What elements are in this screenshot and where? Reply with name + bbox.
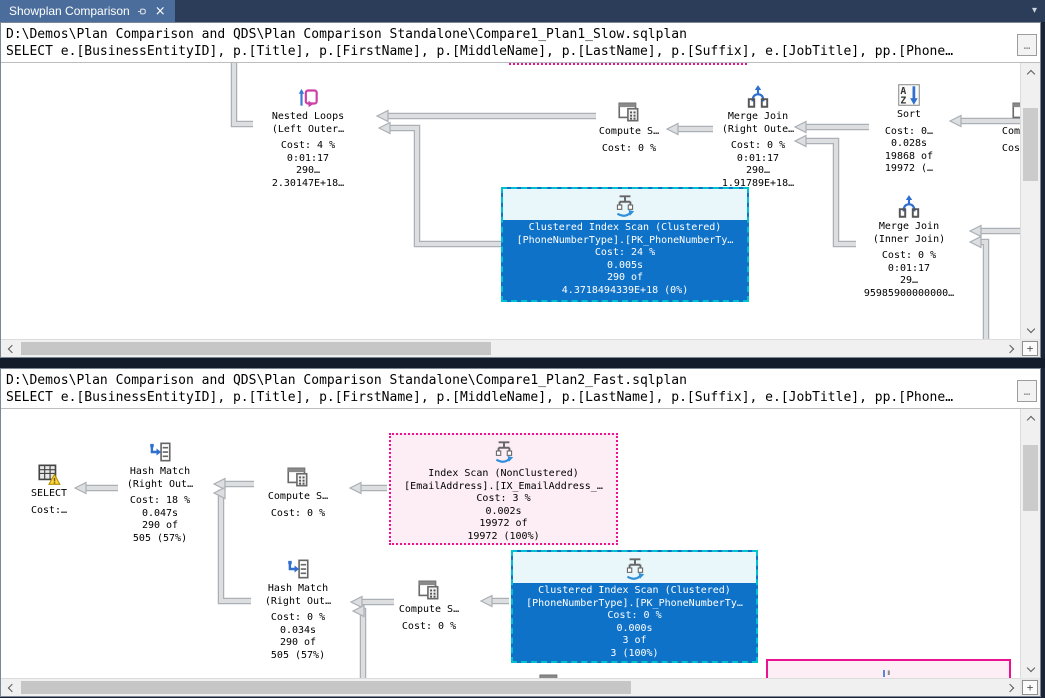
- horizontal-scrollbar[interactable]: [1, 339, 1020, 357]
- plan-pane-fast: D:\Demos\Plan Comparison and QDS\Plan Co…: [0, 368, 1041, 697]
- scroll-right-arrow[interactable]: [1002, 340, 1020, 357]
- scroll-up-arrow[interactable]: [1021, 409, 1040, 427]
- scroll-up-arrow[interactable]: [1021, 63, 1040, 81]
- plan-header: D:\Demos\Plan Comparison and QDS\Plan Co…: [1, 23, 1040, 63]
- scroll-right-arrow[interactable]: [1002, 679, 1020, 696]
- scroll-left-arrow[interactable]: [1, 679, 19, 696]
- plan-edges: [73, 477, 509, 678]
- header-more-button[interactable]: …: [1017, 380, 1037, 402]
- select-warning-icon: [36, 461, 62, 487]
- plan-node-index-scan-emailaddress[interactable]: Index Scan (NonClustered)[EmailAddress].…: [389, 433, 618, 545]
- nested-loops-icon: [295, 84, 321, 110]
- scrollbar-thumb[interactable]: [1023, 445, 1038, 511]
- offscreen-highlighted-node: [509, 63, 747, 65]
- plan-query-text: SELECT e.[BusinessEntityID], p.[Title], …: [6, 44, 954, 59]
- plan-edges: [230, 63, 1020, 339]
- plan-header: D:\Demos\Plan Comparison and QDS\Plan Co…: [1, 369, 1040, 409]
- plan-node-compute-scalar-2[interactable]: Compute S…Cost: 0 %: [354, 577, 504, 633]
- scrollbar-corner: +: [1020, 678, 1040, 696]
- plan-node-nested-loops[interactable]: Nested Loops(Left Outer…Cost: 4 %0:01:17…: [233, 84, 383, 190]
- plan-node-compute-scalar-1[interactable]: Compute S…Cost: 0 %: [223, 464, 373, 520]
- plan-node-partial-highlighted-node[interactable]: [766, 659, 1011, 678]
- plan-node-partial-node-bottom[interactable]: [475, 671, 625, 678]
- svg-text:A: A: [900, 86, 906, 97]
- plan-query-text: SELECT e.[BusinessEntityID], p.[Title], …: [6, 390, 954, 405]
- hash-match-icon: [147, 439, 173, 465]
- compute-scalar-icon: [537, 671, 563, 678]
- scrollbar-thumb[interactable]: [21, 681, 631, 694]
- mini-arrow-icon: [876, 668, 902, 678]
- scroll-down-arrow[interactable]: [1021, 321, 1040, 339]
- vertical-scrollbar[interactable]: [1020, 63, 1040, 339]
- index-scan-icon: [491, 438, 517, 464]
- tab-bar: Showplan Comparison × ▾: [0, 0, 1045, 22]
- merge-join-icon: [896, 194, 922, 220]
- vertical-scrollbar[interactable]: [1020, 409, 1040, 678]
- pin-icon[interactable]: [137, 6, 148, 17]
- compute-scalar-icon: [616, 99, 642, 125]
- index-scan-icon: [622, 555, 648, 581]
- tab-title: Showplan Comparison: [9, 4, 130, 18]
- compute-scalar-icon: [416, 577, 442, 603]
- index-scan-icon: [612, 192, 638, 218]
- compute-scalar-icon: [285, 464, 311, 490]
- scroll-left-arrow[interactable]: [1, 340, 19, 357]
- plan-node-clustered-index-scan-phonenumbertype[interactable]: Clustered Index Scan (Clustered)[PhoneNu…: [511, 550, 758, 663]
- plan-file-path: D:\Demos\Plan Comparison and QDS\Plan Co…: [6, 373, 687, 388]
- scrollbar-thumb[interactable]: [21, 342, 491, 355]
- header-more-button[interactable]: …: [1017, 34, 1037, 56]
- scrollbar-thumb[interactable]: [1023, 108, 1038, 181]
- merge-join-icon: [745, 84, 771, 110]
- zoom-plus-button[interactable]: +: [1022, 679, 1038, 695]
- pane-splitter[interactable]: [0, 358, 1045, 368]
- zoom-plus-button[interactable]: +: [1022, 340, 1038, 356]
- plan-pane-slow: D:\Demos\Plan Comparison and QDS\Plan Co…: [0, 22, 1041, 358]
- compute-scalar-icon: [1010, 99, 1020, 125]
- plan-canvas: Nested Loops(Left Outer…Cost: 4 %0:01:17…: [1, 63, 1020, 339]
- hash-match-icon: [285, 556, 311, 582]
- svg-text:Z: Z: [900, 96, 906, 107]
- tab-showplan-comparison[interactable]: Showplan Comparison ×: [0, 0, 175, 22]
- chevron-down-icon[interactable]: ▾: [1031, 5, 1037, 16]
- plan-node-compute-scalar-1[interactable]: Compute S…Cost: 0 %: [554, 99, 704, 155]
- plan-node-compute-scalar-edge[interactable]: ComputeCost: (: [948, 99, 1020, 155]
- scroll-down-arrow[interactable]: [1021, 660, 1040, 678]
- scrollbar-corner: +: [1020, 339, 1040, 357]
- close-icon[interactable]: ×: [154, 3, 166, 19]
- plan-node-clustered-index-scan-phonenumbertype[interactable]: Clustered Index Scan (Clustered)[PhoneNu…: [501, 187, 749, 302]
- horizontal-scrollbar[interactable]: [1, 678, 1020, 696]
- plan-file-path: D:\Demos\Plan Comparison and QDS\Plan Co…: [6, 27, 687, 42]
